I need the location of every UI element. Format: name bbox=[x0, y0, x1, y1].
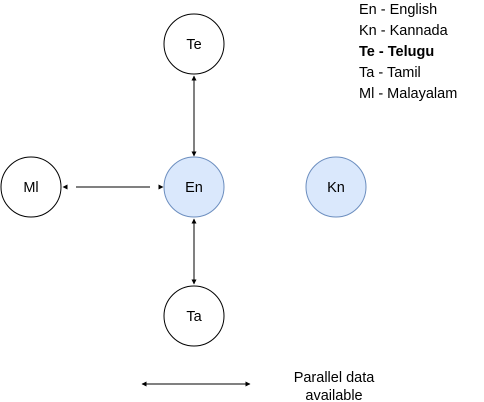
node-kn: Kn bbox=[305, 156, 367, 218]
legend-item-te: Te - Telugu bbox=[359, 44, 434, 60]
node-ml-label: Ml bbox=[23, 180, 38, 196]
node-te-label: Te bbox=[186, 37, 201, 53]
legend-item-ml: Ml - Malayalam bbox=[359, 86, 457, 102]
legend-item-kn: Kn - Kannada bbox=[359, 23, 449, 39]
node-en: En bbox=[163, 156, 225, 218]
legend-item-ta: Ta - Tamil bbox=[359, 65, 421, 81]
node-ml: Ml bbox=[0, 156, 62, 218]
key: Parallel data available bbox=[141, 370, 376, 402]
node-ml-circle bbox=[0, 156, 62, 218]
node-kn-label: Kn bbox=[327, 180, 345, 196]
legend: En - English Kn - Kannada Te - Telugu Ta… bbox=[359, 2, 457, 102]
node-ta: Ta bbox=[163, 285, 225, 347]
node-ta-label: Ta bbox=[186, 309, 202, 325]
node-kn-circle bbox=[305, 156, 367, 218]
node-te: Te bbox=[163, 13, 225, 75]
node-te-circle bbox=[163, 13, 225, 75]
key-label-line1: Parallel data bbox=[294, 370, 376, 386]
legend-item-en: En - English bbox=[359, 2, 437, 18]
node-en-label: En bbox=[185, 180, 203, 196]
key-label-line2: available bbox=[305, 388, 362, 402]
node-en-circle bbox=[163, 156, 225, 218]
node-ta-circle bbox=[163, 285, 225, 347]
